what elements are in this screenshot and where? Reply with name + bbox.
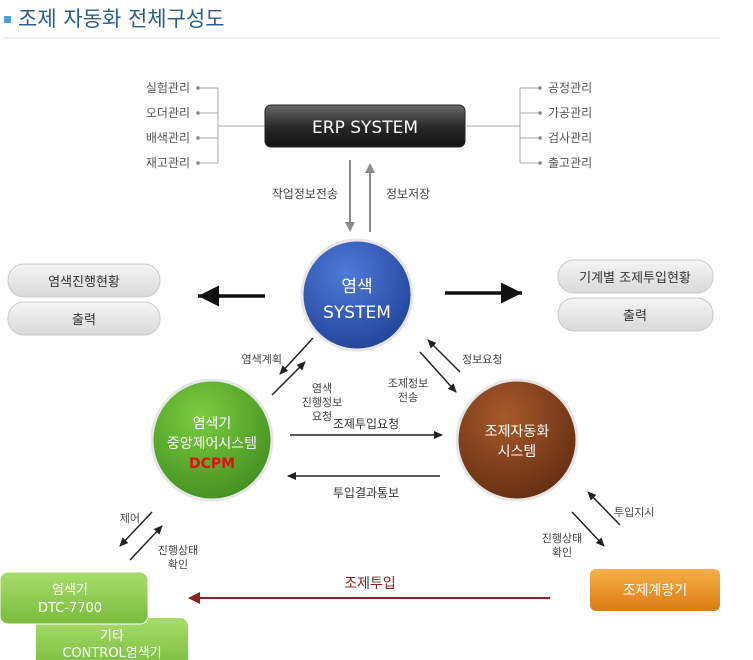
control-arrow [119, 511, 153, 547]
erp-right-connectors [466, 86, 542, 165]
left-status-label: 염색진행현황 [48, 274, 120, 290]
dcpm-line1: 염색기 [193, 416, 232, 432]
formula-input-label: 조제투입 [344, 576, 396, 592]
input-result-label: 투입결과통보 [333, 486, 399, 500]
erp-right-item: 가공관리 [548, 106, 592, 120]
erp-left-item: 오더관리 [146, 106, 190, 120]
erp-system-box [264, 104, 466, 148]
erp-right-item: 출고관리 [548, 156, 592, 170]
erp-left-connectors [196, 86, 265, 165]
scale-box [590, 569, 720, 611]
erp-left-item: 배색관리 [146, 131, 190, 145]
dye-system-line2: SYSTEM [323, 303, 391, 323]
dye-info-request-label-1: 염색 [312, 382, 332, 395]
dye-system-line1: 염색 [341, 277, 372, 297]
page-title: 조제 자동화 전체구성도 [18, 7, 225, 31]
erp-left-items: 실험관리 오더관리 배색관리 재고관리 [146, 81, 190, 170]
erp-right-item: 공정관리 [548, 81, 592, 95]
info-request-label: 정보요청 [462, 353, 502, 366]
progress-check-left-arrow [129, 525, 163, 561]
dye-info-request-arrow [279, 337, 314, 375]
erp-right-item: 검사관리 [548, 131, 592, 145]
left-print-label: 출력 [72, 313, 96, 328]
erp-left-item: 재고관리 [146, 156, 190, 170]
dcpm-circle [150, 378, 274, 502]
right-status-label: 기계별 조제투입현황 [579, 271, 691, 286]
erp-up-label: 정보저장 [386, 187, 430, 201]
formula-automation-line2: 시스템 [498, 444, 537, 460]
dye-plan-label: 염색계획 [242, 353, 282, 366]
erp-down-label: 작업정보전송 [272, 187, 338, 201]
right-print-label: 출력 [623, 309, 647, 324]
progress-check-right-label-1: 진행상태 [542, 532, 582, 545]
formula-send-label-1: 조제정보 [388, 377, 428, 390]
formula-automation-circle [455, 378, 579, 502]
dye-system-circle [300, 238, 414, 352]
progress-check-right-arrow [571, 511, 605, 547]
progress-check-left-label-1: 진행상태 [158, 544, 198, 557]
dtc-line1: 염색기 [52, 583, 88, 598]
other-control-line1: 기타 [100, 629, 124, 644]
right-print-pill [557, 297, 714, 332]
other-control-box [36, 618, 188, 660]
control-label: 제어 [120, 512, 140, 525]
right-status-pill [557, 259, 714, 294]
progress-check-right-label-2: 확인 [552, 546, 572, 559]
progress-check-left-label-2: 확인 [168, 558, 188, 571]
other-control-line2: CONTROL염색기 [62, 646, 161, 660]
scale-label: 조제계량기 [623, 583, 687, 599]
formula-send-label-2: 전송 [398, 391, 418, 404]
dcpm-line3: DCPM [189, 456, 235, 472]
erp-right-items: 공정관리 가공관리 검사관리 출고관리 [548, 81, 592, 170]
formula-automation-line1: 조제자동화 [485, 424, 550, 440]
dye-info-request-label-2: 진행정보 [302, 396, 342, 409]
dcpm-line2: 중앙제어시스템 [167, 436, 257, 452]
input-instruction-arrow [587, 491, 621, 526]
erp-left-item: 실험관리 [146, 81, 190, 95]
left-status-pill [7, 263, 161, 298]
dye-plan-arrow [271, 361, 306, 396]
erp-system-label: ERP SYSTEM [312, 118, 418, 138]
info-request-arrow [427, 339, 461, 373]
dtc-box [0, 571, 149, 625]
formula-input-request-label: 조제투입요청 [333, 417, 399, 431]
title-bullet-icon [4, 16, 11, 23]
dye-info-request-label-3: 요청 [312, 410, 332, 423]
formula-send-arrow [419, 351, 457, 393]
dtc-line2: DTC-7700 [38, 601, 102, 616]
input-instruction-label: 투입지시 [614, 506, 654, 519]
left-print-pill [7, 301, 161, 336]
